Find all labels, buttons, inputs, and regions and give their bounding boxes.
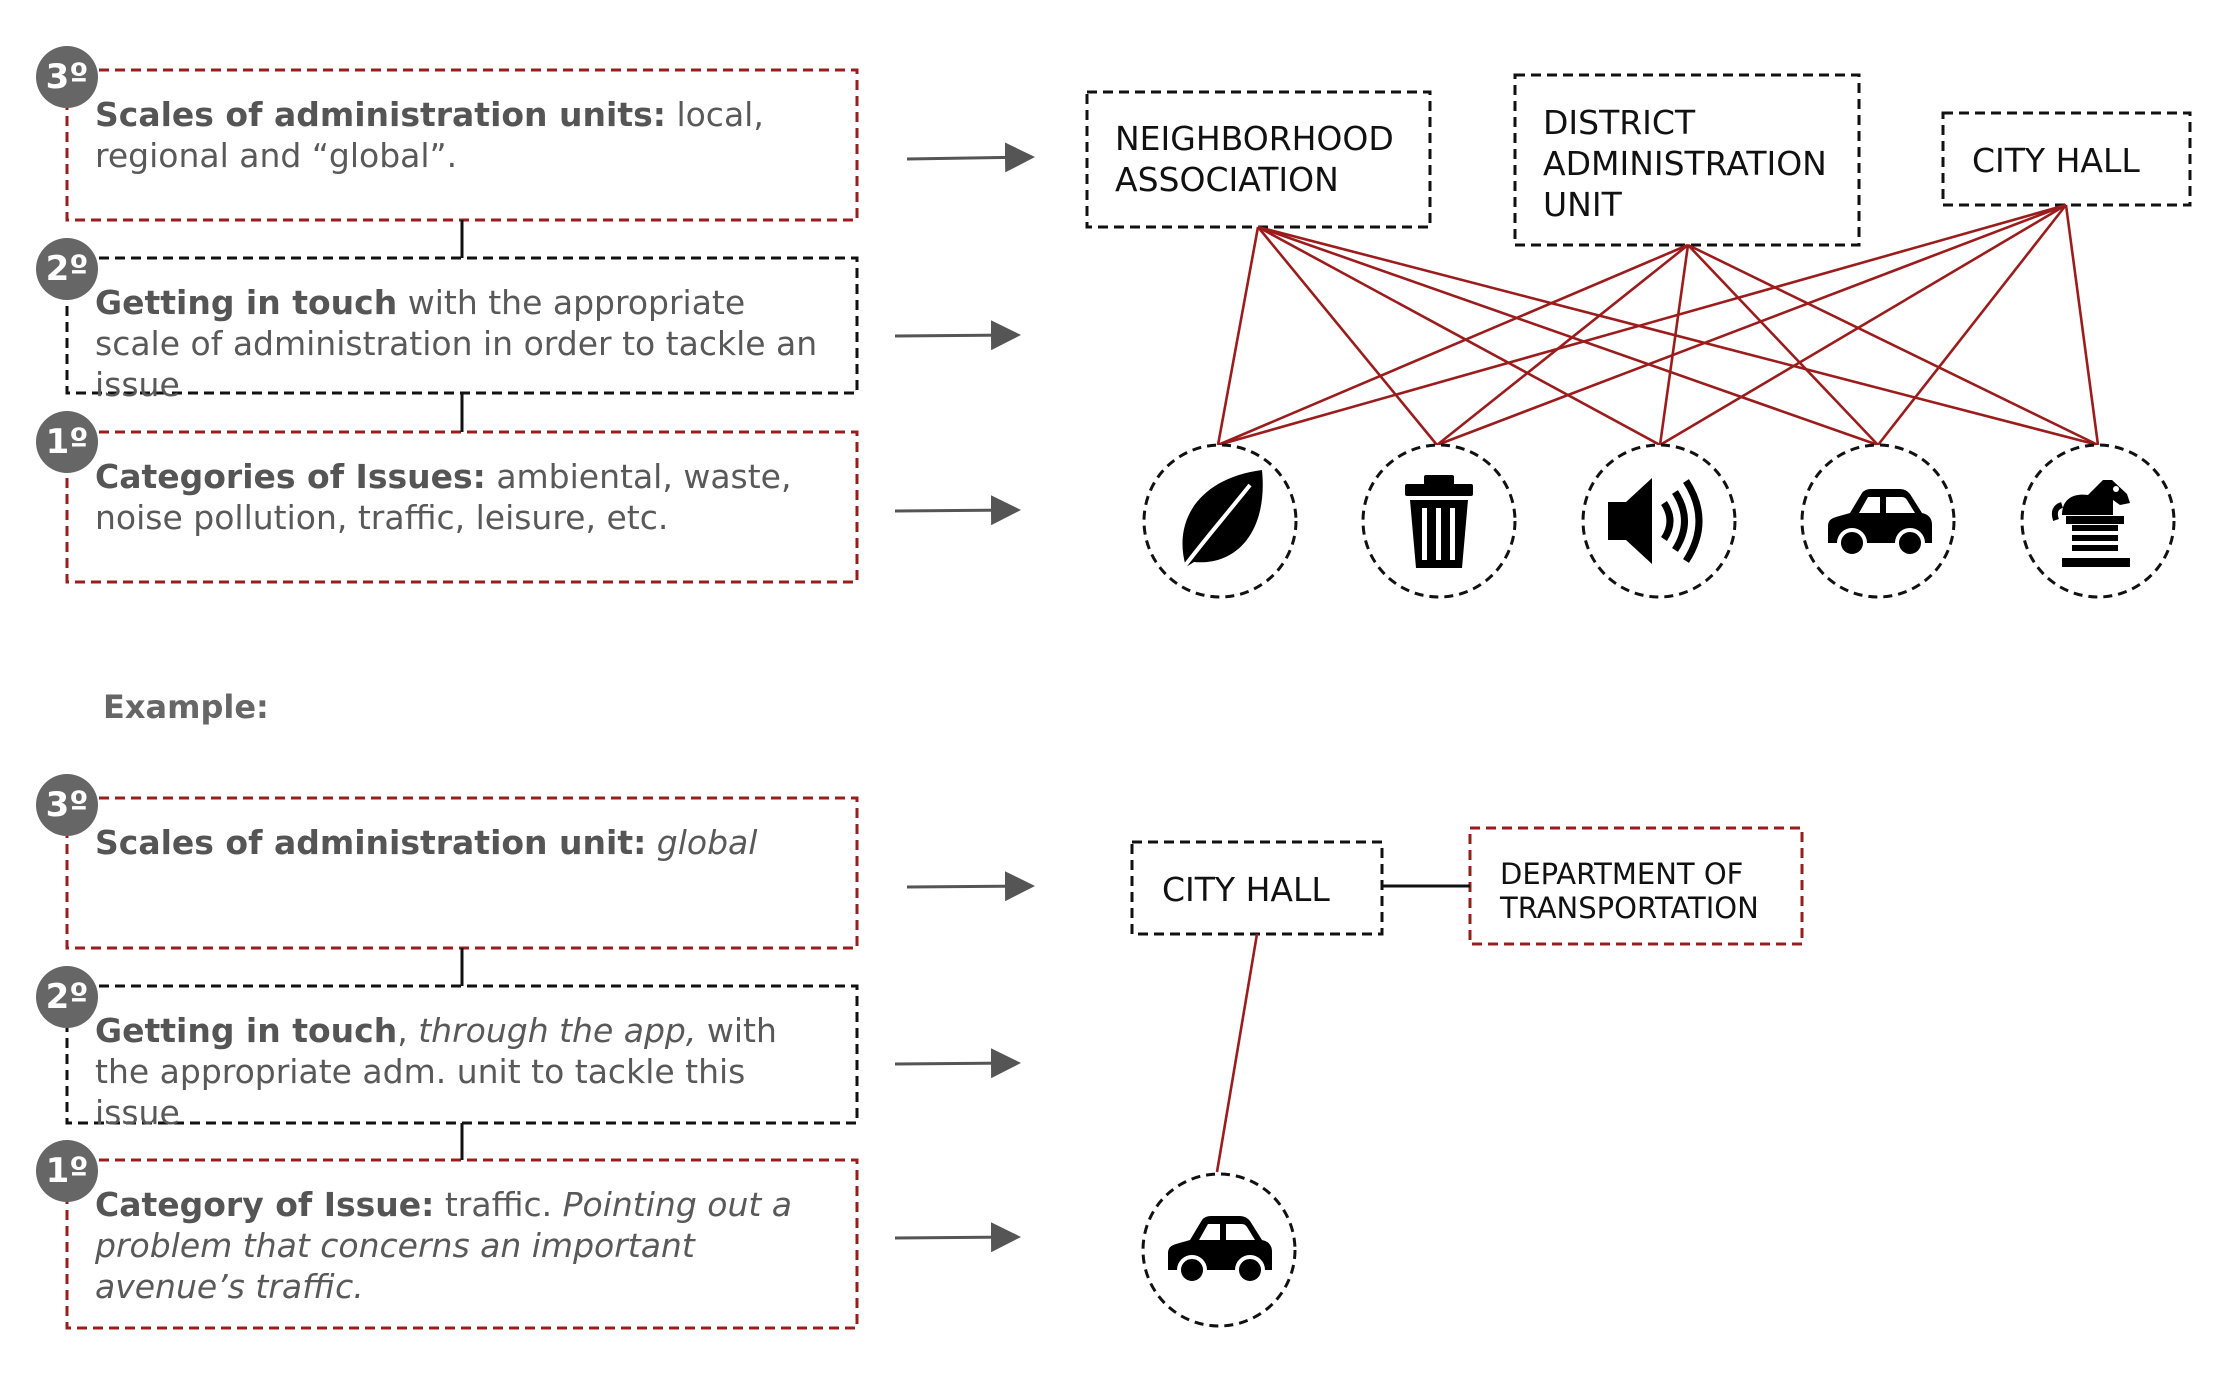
network-lines <box>1216 203 2100 447</box>
node-label-line: ASSOCIATION <box>1115 160 1339 199</box>
example-heading: Example: <box>103 688 269 726</box>
rocking-horse-icon <box>2051 480 2130 567</box>
node-label-line: TRANSPORTATION <box>1500 891 1759 925</box>
top-step1: Categories of Issues: ambiental, waste, … <box>67 432 857 582</box>
step-title: Scales of administration units: <box>95 95 666 134</box>
node-label-line: NEIGHBORHOOD <box>1115 119 1394 158</box>
step-badge: 1º <box>36 1140 98 1202</box>
node-label-line: DISTRICT <box>1543 103 1696 142</box>
example-node-department-of-transportation: DEPARTMENT OF TRANSPORTATION <box>1500 857 1759 925</box>
example-step3: Scales of administration unit: global <box>67 798 857 948</box>
step-text: traffic. <box>434 1185 563 1224</box>
step-text: ambiental, waste, noise pollution, traff… <box>95 457 792 537</box>
step-text: local, regional and “global”. <box>95 95 764 175</box>
example-step1: Category of Issue: traffic. Pointing out… <box>67 1160 857 1328</box>
step-text: with the appropriate adm. unit to tackle… <box>95 1011 777 1132</box>
step-badge: 1º <box>36 411 98 473</box>
step-badge: 2º <box>36 238 98 300</box>
example-arrow-3 <box>906 871 1035 902</box>
speaker-icon <box>1608 478 1703 564</box>
leaf-icon <box>1176 470 1263 577</box>
top-step3: Scales of administration units: local, r… <box>67 70 857 220</box>
example-node-city-hall: CITY HALL <box>1162 870 1330 909</box>
step-title: Getting in touch <box>95 283 398 322</box>
node-district-administration-unit: DISTRICT ADMINISTRATION UNIT <box>1543 102 1827 225</box>
step-title: Getting in touch <box>95 1011 398 1050</box>
node-label-line: UNIT <box>1543 185 1622 224</box>
step-text-italic: Pointing out a problem that concerns an … <box>95 1185 793 1306</box>
top-step2: Getting in touch with the appropriate sc… <box>67 258 857 404</box>
example-arrow-2 <box>894 1048 1021 1079</box>
node-neighborhood-association: NEIGHBORHOOD ASSOCIATION <box>1115 118 1394 200</box>
node-label-line: CITY HALL <box>1972 141 2140 180</box>
step-text: with the appropriate scale of administra… <box>95 283 818 404</box>
top-arrow-2 <box>894 320 1021 351</box>
node-label-line: ADMINISTRATION <box>1543 144 1827 183</box>
step-text-italic: through the app, <box>418 1011 697 1050</box>
node-box-city-hall <box>1941 111 2192 207</box>
node-label-line: DEPARTMENT OF <box>1500 857 1744 891</box>
top-arrow-1 <box>894 495 1021 526</box>
step-title: Category of Issue: <box>95 1185 435 1224</box>
step-title: Categories of Issues: <box>95 457 486 496</box>
example-city-hall-issue-link <box>1215 933 1259 1173</box>
example-step1-box <box>65 1158 859 1330</box>
example-step2: Getting in touch, through the app, with … <box>67 986 857 1132</box>
step-title: Scales of administration unit: <box>95 823 647 862</box>
step-text: , <box>397 1011 419 1050</box>
trash-can-icon <box>1405 475 1473 568</box>
top-arrow-3 <box>906 142 1035 173</box>
step-badge: 2º <box>36 966 98 1028</box>
step-badge: 3º <box>36 774 98 836</box>
example-arrow-1 <box>894 1222 1021 1253</box>
step-text-italic: global <box>646 823 758 862</box>
issue-circle-noise <box>1581 443 1737 599</box>
node-city-hall: CITY HALL <box>1972 140 2140 181</box>
step-badge: 3º <box>36 46 98 108</box>
top-step1-box <box>65 430 859 584</box>
